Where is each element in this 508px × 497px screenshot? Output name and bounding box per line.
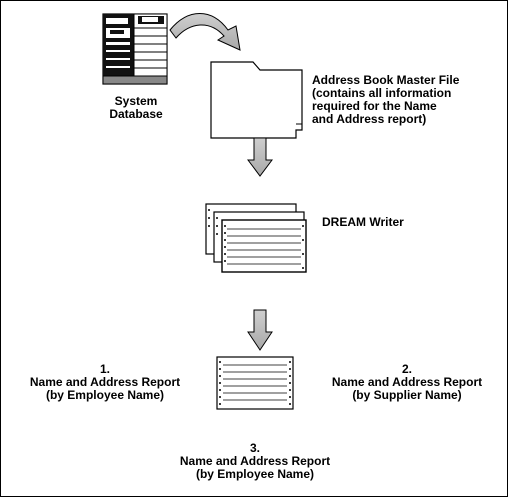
report2-title: Name and Address Report bbox=[331, 375, 483, 389]
report2-number: 2. bbox=[401, 362, 412, 376]
report3-number: 3. bbox=[249, 441, 260, 455]
report3-subtitle: (by Employee Name) bbox=[195, 467, 315, 481]
master-file-label-line2: (contains all information bbox=[312, 86, 452, 100]
dream-writer-forms-icon bbox=[205, 203, 307, 273]
down-arrow-icon bbox=[247, 137, 273, 177]
master-file-label-line4: and Address report) bbox=[312, 112, 427, 126]
database-label-line1: System bbox=[114, 94, 158, 108]
report1-subtitle: (by Employee Name) bbox=[45, 388, 165, 402]
folder-icon bbox=[210, 61, 303, 139]
report2-subtitle: (by Supplier Name) bbox=[352, 388, 462, 402]
master-file-label-line3: required for the Name bbox=[312, 99, 437, 113]
master-file-label: Address Book Master File (contains all i… bbox=[312, 74, 459, 126]
curved-arrow-icon bbox=[169, 13, 241, 51]
down-arrow-icon bbox=[247, 309, 273, 351]
report1-number: 1. bbox=[99, 362, 110, 376]
database-label-line2: Database bbox=[109, 107, 163, 121]
report3-title: Name and Address Report bbox=[179, 454, 331, 468]
database-label: System Database bbox=[96, 95, 176, 121]
report1-label: 1. Name and Address Report (by Employee … bbox=[10, 363, 200, 402]
report2-label: 2. Name and Address Report (by Supplier … bbox=[312, 363, 502, 402]
report3-label: 3. Name and Address Report (by Employee … bbox=[160, 442, 350, 481]
master-file-label-line1: Address Book Master File bbox=[312, 73, 460, 87]
report-form-icon bbox=[216, 356, 294, 410]
report1-title: Name and Address Report bbox=[29, 375, 181, 389]
dream-writer-label: DREAM Writer bbox=[322, 215, 404, 229]
server-icon bbox=[102, 13, 168, 85]
